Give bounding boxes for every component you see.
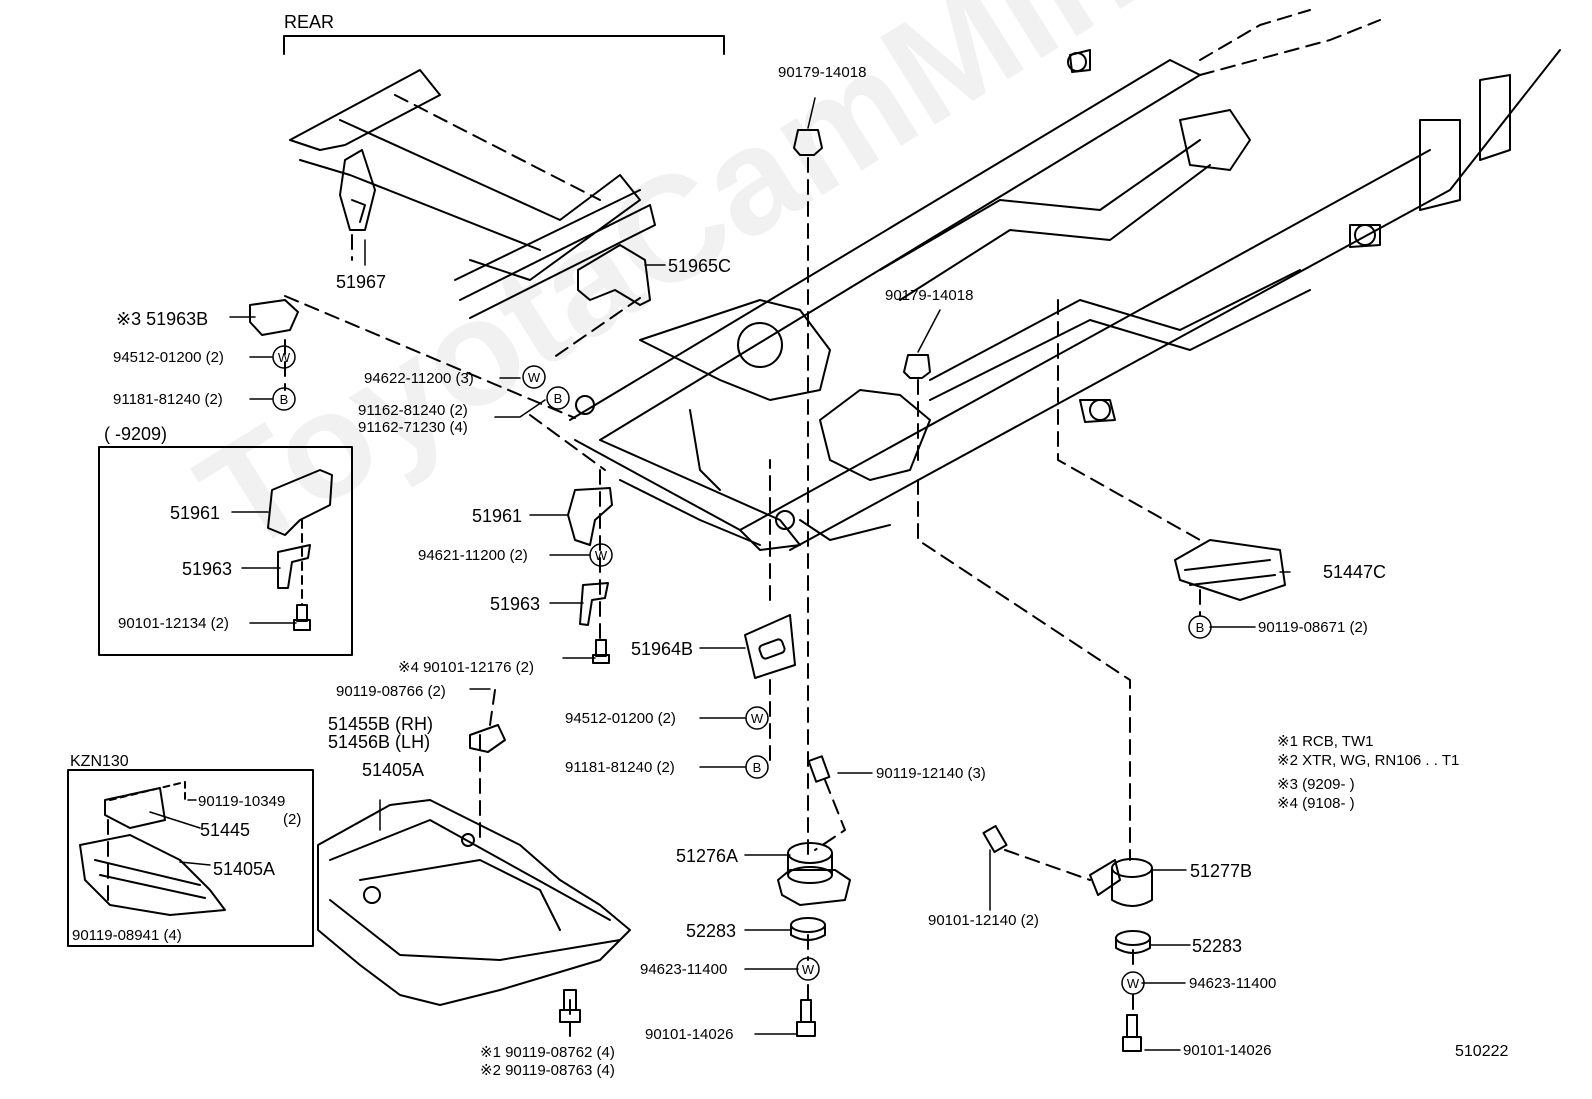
washer-symbol-w: W xyxy=(595,548,608,563)
part-51967: 51967 xyxy=(336,272,387,292)
bolt-90101-12176 xyxy=(592,639,610,664)
assembly-lines xyxy=(107,157,1201,1041)
part-90101-12176: ※4 90101-12176 (2) xyxy=(398,659,534,676)
part-51963b: ※3 51963B xyxy=(116,309,209,329)
bracket-51455b-51456b xyxy=(469,724,506,753)
part-90119-08762: ※1 90119-08762 (4) xyxy=(480,1044,615,1061)
bolt-symbol-b: B xyxy=(753,760,762,775)
part-90179-14018-top: 90179-14018 xyxy=(778,64,867,81)
part-51963: 51963 xyxy=(490,594,541,614)
bracket-51447c xyxy=(1174,539,1286,601)
kzn130-title: KZN130 xyxy=(70,753,129,770)
part-90119-08766: 90119-08766 (2) xyxy=(336,683,446,700)
note-3: ※3 (9209- ) xyxy=(1277,776,1355,793)
bolt-90101-14026-b xyxy=(1122,1014,1142,1052)
kzn-skid-51405a xyxy=(79,834,226,916)
kzn-part-qty: (2) xyxy=(283,811,302,828)
washer-symbol-w: W xyxy=(1127,976,1140,991)
part-51965c: 51965C xyxy=(668,256,732,276)
kzn-part-90119-10349: 90119-10349 xyxy=(198,793,286,810)
part-91162-71230: 91162-71230 (4) xyxy=(358,419,468,436)
part-90101-14026-a: 90101-14026 xyxy=(645,1026,734,1043)
part-90101-14026-b: 90101-14026 xyxy=(1183,1042,1272,1059)
part-51456b: 51456B (LH) xyxy=(328,732,431,752)
bolt-90101-14026-a xyxy=(796,999,816,1037)
part-94623-11400-b: 94623-11400 xyxy=(1189,975,1277,992)
bracket-51963 xyxy=(579,582,609,626)
bolt-symbol-b: B xyxy=(280,392,289,407)
note-2: ※2 XTR, WG, RN106 . . T1 xyxy=(1277,752,1460,769)
part-51455b: 51455B (RH) xyxy=(328,714,434,734)
part-51405a: 51405A xyxy=(362,760,425,780)
part-51964b: 51964B xyxy=(631,639,694,659)
symbol-letters: W B W B W W B B W W xyxy=(278,350,1204,991)
main-chassis-frame xyxy=(569,9,1561,551)
part-52283-a: 52283 xyxy=(686,921,737,941)
washer-symbol-w: W xyxy=(802,962,815,977)
part-52283-b: 52283 xyxy=(1192,936,1243,956)
mount-51277b xyxy=(1089,858,1153,907)
rear-label: REAR xyxy=(284,12,335,32)
part-90179-14018-mid: 90179-14018 xyxy=(885,287,974,304)
part-51276a: 51276A xyxy=(676,846,739,866)
part-94622-11200: 94622-11200 (3) xyxy=(364,370,474,387)
engine-under-cover-51405a xyxy=(317,799,631,1006)
bolt-90101-12140 xyxy=(982,824,1008,854)
washer-symbol-w: W xyxy=(278,350,291,365)
nut-90179-14018-mid xyxy=(903,354,931,379)
kzn-bracket-51445 xyxy=(104,787,166,829)
box-part-90101-12134: 90101-12134 (2) xyxy=(118,615,229,632)
part-94621-11200: 94621-11200 (2) xyxy=(418,547,528,564)
part-90119-08763: ※2 90119-08763 (4) xyxy=(480,1062,615,1079)
bracket-51965c xyxy=(577,244,651,306)
bracket-51964b xyxy=(744,614,796,679)
part-94512-01200-a: 94512-01200 (2) xyxy=(113,349,224,366)
bolt-symbol-b: B xyxy=(554,391,563,406)
bracket-51963b xyxy=(249,299,299,336)
rear-bracket-line xyxy=(283,35,725,55)
variant-box-9209 xyxy=(98,446,353,656)
part-91181-81240-a: 91181-81240 (2) xyxy=(113,391,223,408)
part-90101-12140: 90101-12140 (2) xyxy=(928,912,1039,929)
box-bracket-51961 xyxy=(267,469,333,536)
leader-lines xyxy=(149,97,1291,1051)
mount-51276a xyxy=(777,842,851,906)
part-94623-11400-a: 94623-11400 xyxy=(640,961,728,978)
part-91181-81240-b: 91181-81240 (2) xyxy=(565,759,675,776)
part-91162-81240: 91162-81240 (2) xyxy=(358,402,468,419)
note-4: ※4 (9108- ) xyxy=(1277,795,1355,812)
part-51277b: 51277B xyxy=(1190,861,1253,881)
bolt-symbol-b: B xyxy=(1196,620,1205,635)
kzn130-box xyxy=(67,769,314,947)
box-part-51961: 51961 xyxy=(170,503,221,523)
box-bolt-90101-12134 xyxy=(293,604,311,631)
part-90119-12140: 90119-12140 (3) xyxy=(876,765,986,782)
bolt-90119-12140 xyxy=(807,755,831,783)
kzn-part-90119-08941: 90119-08941 (4) xyxy=(72,927,182,944)
washer-symbol-w: W xyxy=(751,711,764,726)
note-1: ※1 RCB, TW1 xyxy=(1277,733,1374,750)
part-94512-01200-b: 94512-01200 (2) xyxy=(565,710,676,727)
box-bracket-51963 xyxy=(277,544,311,589)
symbol-circles xyxy=(272,345,1212,995)
kzn-part-51405a: 51405A xyxy=(213,859,276,879)
part-90119-08671: 90119-08671 (2) xyxy=(1258,619,1368,636)
kzn-part-51445: 51445 xyxy=(200,820,251,840)
bracket-51961 xyxy=(567,487,613,546)
variant-box-title: ( -9209) xyxy=(104,424,168,444)
box-part-51963: 51963 xyxy=(182,559,233,579)
washer-symbol-w: W xyxy=(528,370,541,385)
part-51447c: 51447C xyxy=(1323,562,1387,582)
figure-number: 510222 xyxy=(1455,1043,1509,1060)
rear-frame-section xyxy=(289,69,656,319)
nut-90179-14018-top xyxy=(793,129,823,156)
part-51961: 51961 xyxy=(472,506,523,526)
